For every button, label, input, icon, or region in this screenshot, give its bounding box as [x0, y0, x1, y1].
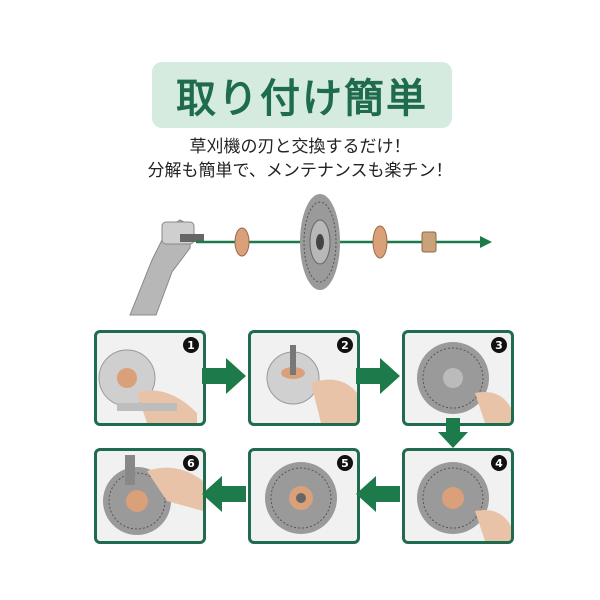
washer-outer	[372, 225, 388, 259]
step-1-panel: 1	[94, 330, 206, 426]
step-4-badge: 4	[491, 455, 507, 471]
step-3-panel: 3	[402, 330, 514, 426]
step-2-panel: 2	[248, 330, 360, 426]
step-5-badge: 5	[337, 455, 353, 471]
axis-arrowhead	[480, 236, 492, 248]
subtitle-line-2: 分解も簡単で、メンテナンスも楽チン！	[147, 161, 453, 181]
step-4-panel: 4	[402, 448, 514, 544]
step-6-panel: 6	[94, 448, 206, 544]
page-title: 取り付け簡単	[176, 76, 428, 122]
title-banner: 取り付け簡単	[152, 62, 452, 128]
arrow-right-2	[356, 358, 400, 394]
arrow-right-1	[202, 358, 246, 394]
subtitle-line-1: 草刈機の刃と交換するだけ！	[189, 137, 411, 157]
arrow-down	[438, 418, 468, 448]
step-2-badge: 2	[337, 337, 353, 353]
trimmer-head-illustration	[129, 219, 204, 316]
arrow-left-2	[202, 476, 246, 512]
step-5-panel: 5	[248, 448, 360, 544]
assembly-diagram	[129, 194, 492, 316]
nut	[421, 231, 437, 253]
step-6-badge: 6	[183, 455, 199, 471]
wire-wheel	[300, 194, 340, 290]
step-1-badge: 1	[183, 337, 199, 353]
step-3-badge: 3	[491, 337, 507, 353]
arrow-left-1	[356, 476, 400, 512]
washer-inner	[234, 227, 250, 257]
